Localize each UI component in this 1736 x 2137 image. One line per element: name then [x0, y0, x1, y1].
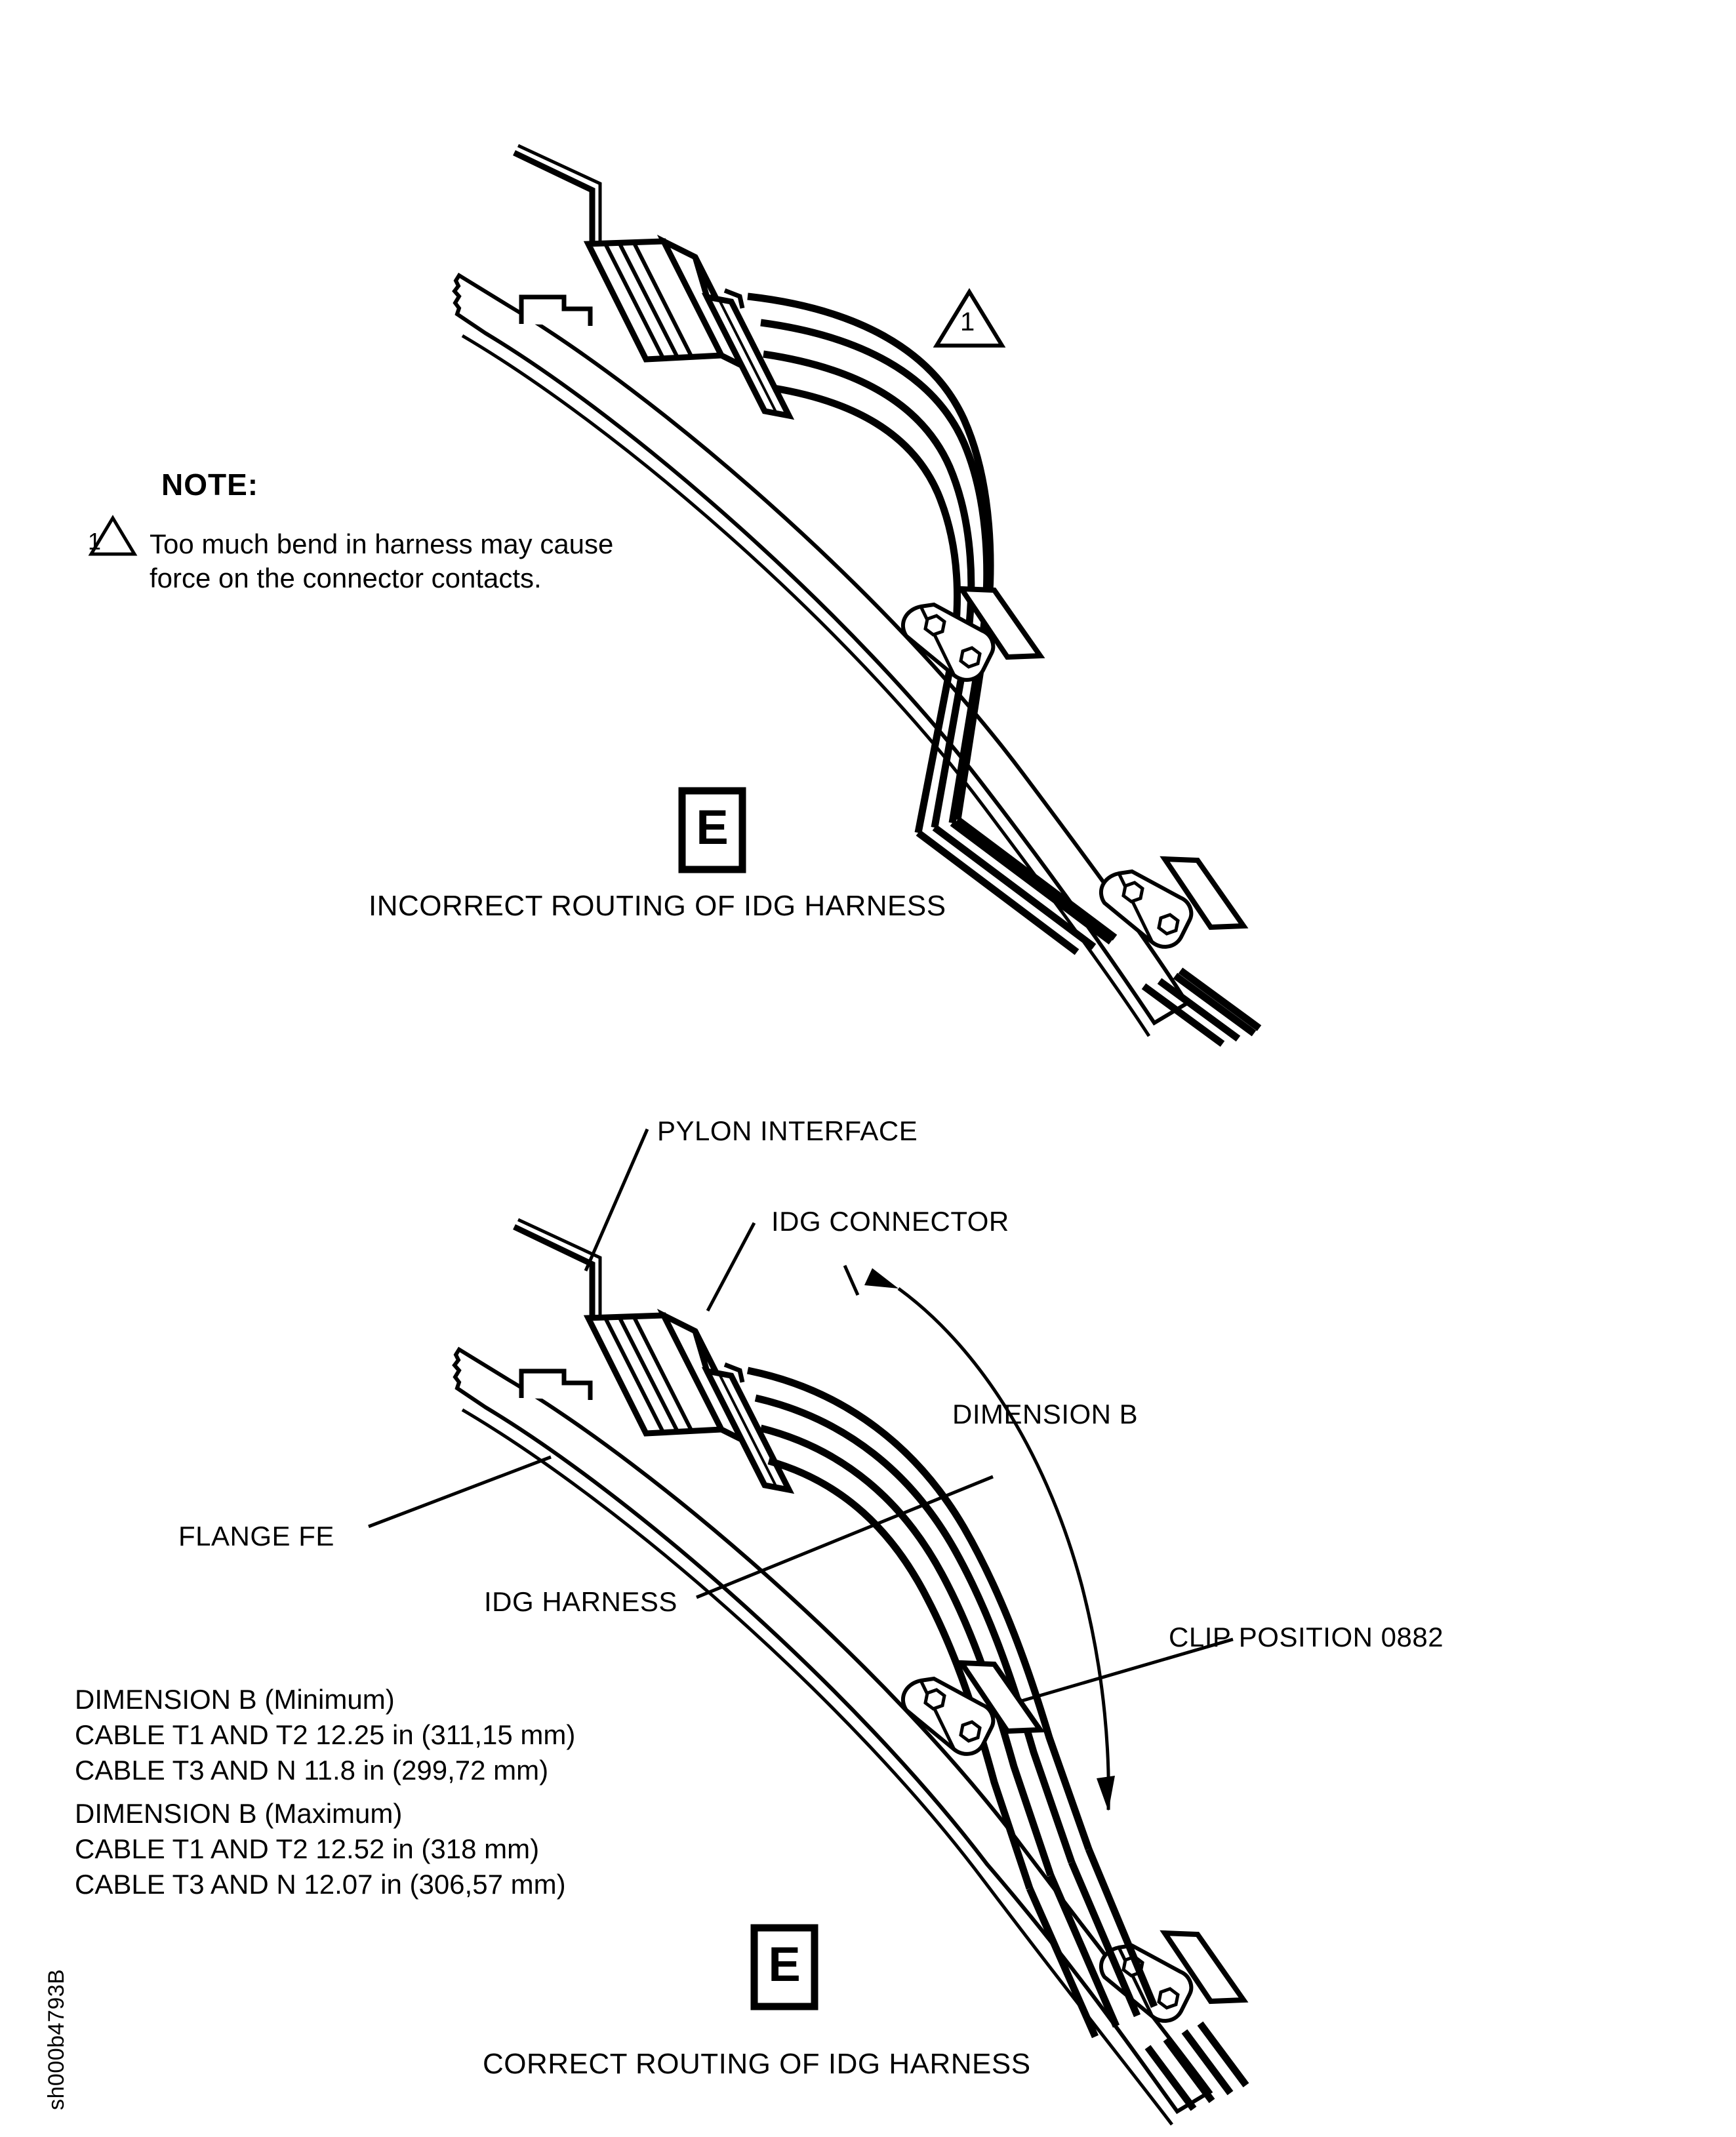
- view-marker-box-upper: [678, 787, 746, 873]
- note-marker-number: 1: [88, 528, 102, 555]
- label-dimension-b: DIMENSION B: [952, 1399, 1139, 1429]
- pylon-interface-bracket-lower: [513, 1218, 602, 1318]
- flange-boss-lower: [519, 1368, 593, 1400]
- idg-connector-upper: [583, 234, 795, 420]
- caption-incorrect-routing: INCORRECT ROUTING OF IDG HARNESS: [369, 890, 946, 922]
- callout-leader-lines: [368, 1128, 1234, 1810]
- bolt-hex-icon: [1121, 881, 1144, 904]
- bolt-hex-icon: [959, 646, 982, 669]
- dimension-arrowheads: [864, 1268, 1115, 1811]
- warning-triangle-marker-upper: [933, 288, 1006, 348]
- flange-band-lower: [452, 1346, 1213, 2126]
- correct-routing-figure: [368, 1128, 1249, 2126]
- label-pylon-interface: PYLON INTERFACE: [657, 1115, 918, 1146]
- bolt-hex-icon: [1157, 1987, 1180, 2010]
- dimension-max-row-2: CABLE T3 AND N 12.07 in (306,57 mm): [75, 1869, 566, 1900]
- view-marker-box-lower: [750, 1924, 818, 2010]
- note-line-2: force on the connector contacts.: [150, 563, 542, 593]
- warning-marker-number-upper: 1: [960, 308, 975, 336]
- dimension-max-row-1: CABLE T1 AND T2 12.52 in (318 mm): [75, 1833, 540, 1864]
- idg-harness-cables-upper-lower-run: [916, 816, 1262, 1047]
- dimension-witness-tick: [843, 1264, 860, 1296]
- idg-harness-cables-lower-run: [1026, 1847, 1249, 2111]
- label-clip-position: CLIP POSITION 0882: [1169, 1622, 1444, 1652]
- incorrect-routing-figure: [88, 144, 1262, 1047]
- dimension-min-row-1: CABLE T1 AND T2 12.25 in (311,15 mm): [75, 1719, 576, 1750]
- pylon-interface-bracket-upper: [513, 144, 602, 244]
- label-idg-connector: IDG CONNECTOR: [771, 1206, 1009, 1237]
- harness-clip-upper-2: [1099, 856, 1249, 949]
- dimension-max-heading: DIMENSION B (Maximum): [75, 1798, 403, 1829]
- dimension-min-row-2: CABLE T3 AND N 11.8 in (299,72 mm): [75, 1755, 549, 1786]
- bolt-hex-icon: [1157, 913, 1180, 936]
- bolt-hex-icon: [923, 614, 946, 637]
- view-letter-lower: E: [768, 1937, 801, 1991]
- label-idg-harness: IDG HARNESS: [484, 1586, 677, 1617]
- idg-connector-lower: [583, 1308, 795, 1494]
- note-line-1: Too much bend in harness may cause: [150, 529, 614, 559]
- label-flange-fe: FLANGE FE: [178, 1521, 334, 1551]
- note-triangle-marker: [88, 515, 138, 556]
- flange-boss-upper: [519, 294, 593, 326]
- harness-clip-lower-1: [901, 1660, 1045, 1756]
- bolt-hex-icon: [923, 1688, 946, 1711]
- document-reference-code: sh000b4793B: [44, 1968, 69, 2110]
- bolt-hex-icon: [959, 1720, 982, 1743]
- caption-correct-routing: CORRECT ROUTING OF IDG HARNESS: [483, 2048, 1031, 2080]
- view-letter-upper: E: [696, 800, 729, 854]
- note-heading: NOTE:: [161, 468, 259, 502]
- harness-clip-upper-1: [901, 586, 1045, 682]
- flange-band-upper: [452, 272, 1190, 1037]
- dimension-min-heading: DIMENSION B (Minimum): [75, 1684, 395, 1715]
